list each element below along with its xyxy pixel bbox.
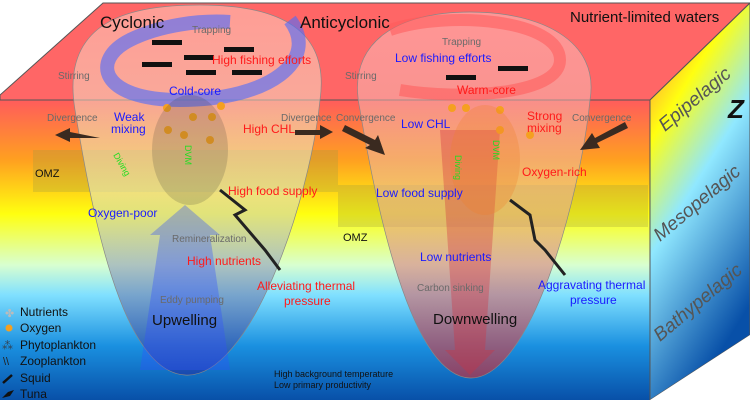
label-diving-2: Diving bbox=[453, 155, 463, 180]
convergence-arrow-left-icon bbox=[342, 125, 385, 155]
fishing-boats-anticyclonic bbox=[446, 66, 528, 80]
plankton-patch-cyclonic bbox=[152, 95, 228, 205]
legend-zooplankton: Zooplankton bbox=[20, 354, 86, 368]
label-dvm-2: DVM bbox=[491, 140, 501, 160]
cyclonic-title: Cyclonic bbox=[100, 13, 165, 32]
fishing-boats-cyclonic bbox=[142, 40, 262, 75]
label-dvm: DVM bbox=[183, 145, 193, 165]
legend-oxygen: Oxygen bbox=[20, 321, 61, 335]
label-convergence-right: Convergence bbox=[572, 113, 632, 124]
label-oxygen-poor: Oxygen-poor bbox=[88, 206, 157, 220]
label-aggravating-1: Aggravating thermal bbox=[538, 278, 645, 292]
label-weak-mixing-2: mixing bbox=[111, 122, 146, 136]
legend-phytoplankton: Phytoplankton bbox=[20, 338, 96, 352]
thermal-arrow-cyclonic-icon bbox=[219, 188, 282, 271]
label-remineralization: Remineralization bbox=[172, 234, 246, 245]
depth-axis-z: Z bbox=[727, 94, 745, 124]
label-omz-left: OMZ bbox=[35, 168, 60, 180]
nutrients-icon: ✤ bbox=[5, 308, 14, 320]
label-alleviating-2: pressure bbox=[284, 294, 331, 308]
label-low-food: Low food supply bbox=[376, 186, 463, 200]
divergence-arrow-left-icon bbox=[55, 128, 100, 142]
convergence-arrow-right-icon bbox=[580, 122, 628, 150]
label-low-fishing: Low fishing efforts bbox=[395, 51, 492, 65]
label-cold-core: Cold-core bbox=[169, 84, 221, 98]
divergence-arrow-right-icon bbox=[295, 125, 333, 139]
label-primary-productivity: Low primary productivity bbox=[274, 380, 372, 390]
label-eddy-pumping: Eddy pumping bbox=[160, 295, 224, 306]
label-downwelling: Downwelling bbox=[433, 311, 517, 328]
side-face bbox=[649, 2, 750, 400]
label-convergence-left: Convergence bbox=[336, 113, 396, 124]
plankton-patch-anticyclonic bbox=[450, 105, 520, 215]
label-background-temp: High background temperature bbox=[274, 369, 393, 379]
label-weak-mixing-1: Weak bbox=[114, 110, 145, 124]
label-divergence-left: Divergence bbox=[47, 113, 98, 124]
squid-icon bbox=[2, 374, 13, 384]
legend-squid: Squid bbox=[20, 371, 51, 385]
cyclonic-swirl-icon bbox=[100, 14, 306, 108]
legend-tuna: Tuna bbox=[20, 387, 47, 400]
label-low-nutrients: Low nutrients bbox=[420, 250, 491, 264]
anticyclonic-title: Anticyclonic bbox=[300, 13, 390, 32]
label-oxygen-rich: Oxygen-rich bbox=[522, 165, 587, 179]
label-carbon-sinking: Carbon sinking bbox=[417, 283, 484, 294]
oxygen-icon bbox=[5, 324, 13, 332]
label-high-nutrients: High nutrients bbox=[187, 254, 261, 268]
label-strong-mixing-2: mixing bbox=[527, 121, 562, 135]
nutrient-limited-title: Nutrient-limited waters bbox=[570, 9, 719, 26]
label-strong-mixing-1: Strong bbox=[527, 109, 562, 123]
legend-nutrients: Nutrients bbox=[20, 305, 68, 319]
label-stirring: Stirring bbox=[58, 71, 90, 82]
label-high-food: High food supply bbox=[228, 184, 317, 198]
label-alleviating-1: Alleviating thermal bbox=[257, 279, 355, 293]
oxygen-dots bbox=[163, 102, 534, 144]
label-low-chl: Low CHL bbox=[401, 117, 451, 131]
label-trapping-2: Trapping bbox=[442, 37, 481, 48]
downwelling-arrow-icon bbox=[440, 130, 500, 375]
label-divergence-right: Divergence bbox=[281, 113, 332, 124]
label-high-chl: High CHL bbox=[243, 122, 295, 136]
phytoplankton-icon: ⁂ bbox=[2, 340, 13, 352]
upwelling-arrow-icon bbox=[140, 205, 230, 370]
anticyclonic-swirl-icon bbox=[388, 14, 567, 101]
thermal-arrow-anticyclonic-icon bbox=[509, 198, 567, 276]
legend: ✤ Nutrients Oxygen ⁂ Phytoplankton \\ Zo… bbox=[2, 305, 96, 400]
label-trapping: Trapping bbox=[192, 25, 231, 36]
tuna-icon bbox=[2, 390, 14, 398]
label-omz-right: OMZ bbox=[343, 232, 368, 244]
label-stirring-2: Stirring bbox=[345, 71, 377, 82]
label-aggravating-2: pressure bbox=[570, 293, 617, 307]
zooplankton-icon: \\ bbox=[3, 356, 10, 368]
label-upwelling: Upwelling bbox=[152, 312, 217, 329]
label-warm-core: Warm-core bbox=[457, 83, 516, 97]
label-high-fishing: High fishing efforts bbox=[212, 53, 311, 67]
